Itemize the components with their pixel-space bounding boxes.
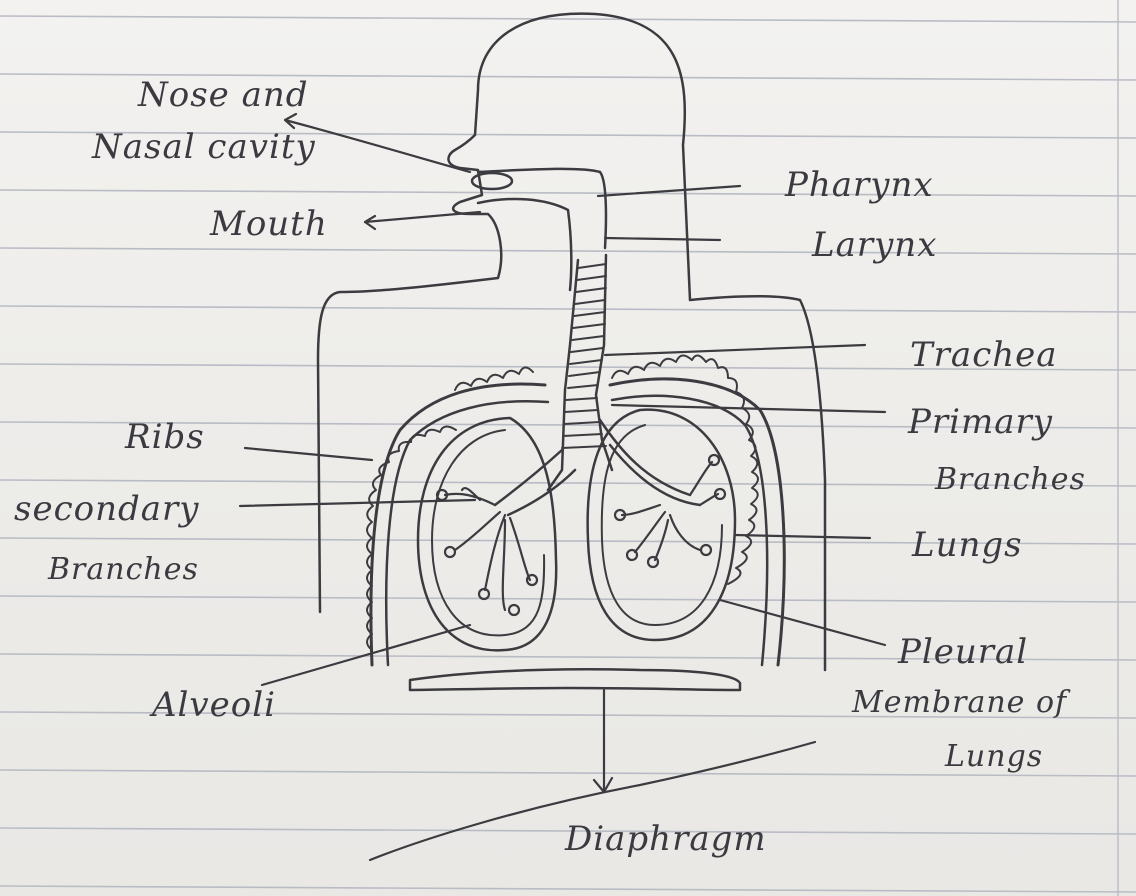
label-larynx: Larynx [812,228,937,262]
larynx-pointer [605,238,720,240]
mouth-cavity [478,199,571,290]
label-primary: Primary [908,405,1053,439]
label-secondary: secondary [14,492,199,526]
rib-cage-right-inner [612,396,767,665]
label-alveoli: Alveoli [152,688,276,722]
label-pharynx: Pharynx [785,168,934,202]
pleural-pointer [720,600,885,645]
pointer-lines [240,114,885,860]
label-diaphragm: Diaphragm [565,822,767,856]
label-primary-branches: Branches [935,465,1086,495]
label-secondary-branches: Branches [48,555,199,585]
left-lung-inner [432,430,544,635]
nasal-cavity-oval [472,173,512,189]
label-trachea: Trachea [910,338,1058,372]
label-pleural: Pleural [898,635,1028,669]
label-lungs: Lungs [912,528,1023,562]
diaphragm-pointer [594,690,612,792]
label-ribs: Ribs [125,420,205,454]
trachea-pointer [605,345,865,355]
nasal-cavity [478,169,606,248]
label-membrane-lungs: Lungs [945,742,1043,772]
pharynx-pointer [598,186,740,196]
label-nasal-cavity: Nasal cavity [92,130,316,164]
rib-cage-left [371,384,545,665]
label-membrane-of: Membrane of [852,688,1067,718]
label-mouth: Mouth [210,207,328,241]
secondary-pointer [240,500,475,506]
diaphragm [410,669,740,690]
right-bronchioles [615,455,725,567]
ribs-pointer [245,448,372,460]
lungs-pointer [735,535,870,538]
right-primary-bronchus [600,420,700,505]
mouth-pointer [365,212,480,229]
label-nose-and: Nose and [138,78,309,112]
